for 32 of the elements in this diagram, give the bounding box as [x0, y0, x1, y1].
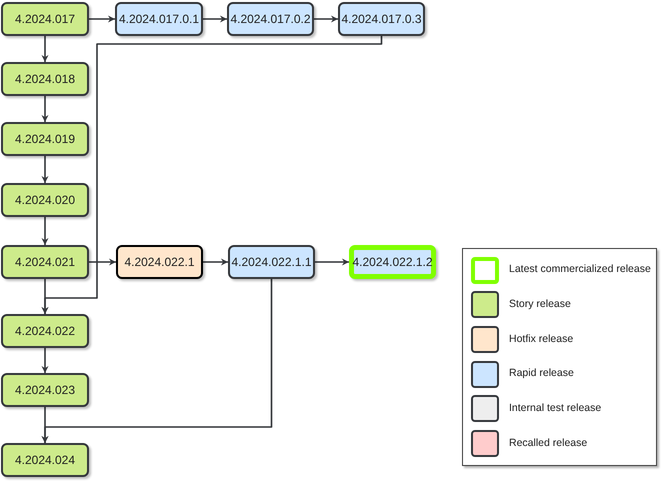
arrow — [42, 36, 48, 62]
release-box: 4.2024.018 — [1, 62, 89, 96]
arrow — [89, 16, 115, 22]
arrow — [203, 258, 228, 266]
release-box: 4.2024.024 — [1, 443, 89, 477]
legend-text: Rapid release — [509, 366, 574, 382]
arrow — [42, 96, 48, 122]
release-box: 4.2024.022 — [1, 314, 89, 348]
arrow — [314, 16, 338, 22]
release-box: 4.2024.022.1.1 — [228, 245, 315, 279]
arrow — [42, 217, 48, 245]
release-box: 4.2024.017 — [1, 2, 89, 36]
arrow — [89, 258, 116, 266]
release-box: 4.2024.021 — [1, 245, 89, 279]
legend-text: Story release — [509, 297, 571, 312]
release-box: 4.2024.023 — [1, 373, 89, 407]
release-box: 4.2024.019 — [1, 122, 89, 156]
arrow — [42, 156, 48, 183]
arrow — [42, 36, 382, 314]
legend-text: Recalled release — [509, 436, 588, 451]
release-box: 4.2024.017.0.1 — [115, 2, 203, 36]
arrow — [315, 258, 349, 266]
release-box: 4.2024.022.1 — [116, 245, 203, 279]
release-box: 4.2024.017.0.2 — [227, 2, 314, 36]
arrow — [42, 279, 272, 443]
legend-text: Internal test release — [509, 401, 602, 416]
legend-text: Latest commercialized release — [509, 262, 651, 278]
arrow — [42, 348, 48, 373]
arrow — [203, 16, 227, 22]
legend-text: Hotfix release — [509, 332, 574, 347]
release-box: 4.2024.020 — [1, 183, 89, 217]
release-box: 4.2024.017.0.3 — [338, 2, 425, 36]
